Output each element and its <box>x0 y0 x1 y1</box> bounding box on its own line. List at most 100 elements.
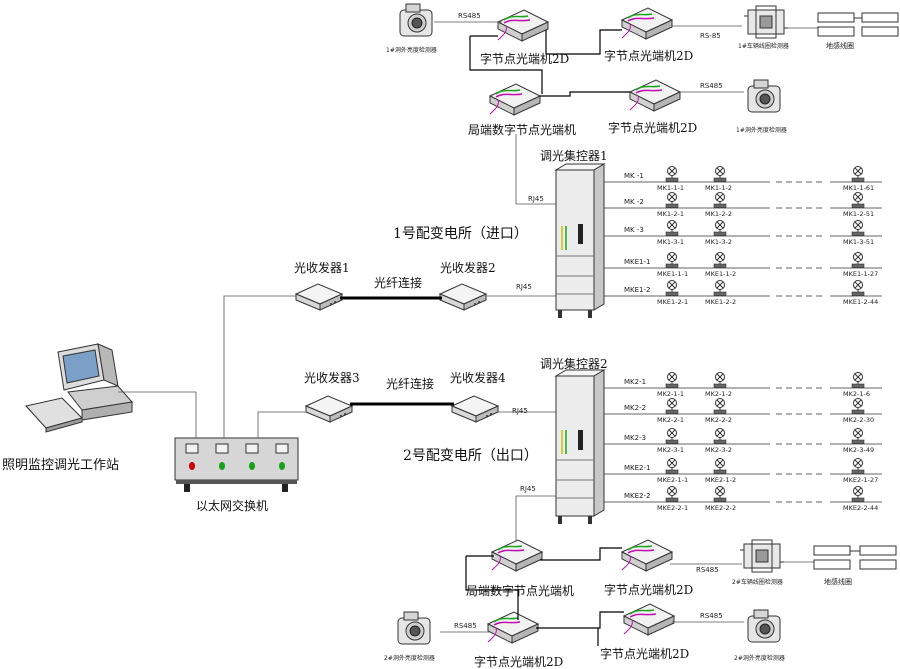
lamp-switch-label: MK1-2-2 <box>705 210 732 218</box>
lamp-switch-label: MK1-1-1 <box>657 184 684 192</box>
lamp-icon <box>665 192 679 208</box>
dimming-controller-1-cabinet <box>554 163 606 318</box>
workstation-computer-icon <box>25 343 133 433</box>
transceiver-1-icon <box>295 283 343 311</box>
loop-detector-1-label: 1#车辆线圈检测器 <box>738 42 789 50</box>
lamp-switch-label: MK1-1-61 <box>843 184 874 192</box>
lamp-icon <box>713 398 727 414</box>
rj45-label-3: RJ45 <box>528 195 544 203</box>
lamp-switch-label: MK1-2-51 <box>843 210 874 218</box>
lamp-switch-label: MKE2-2-1 <box>657 504 688 512</box>
loop-detector-2-label: 2#车辆线圈检测器 <box>732 578 783 586</box>
lamp-icon <box>665 486 679 502</box>
lamp-icon <box>851 398 865 414</box>
node-terminal-2a-icon <box>621 539 673 572</box>
ground-loop-coil-1-label: 地感线圈 <box>826 41 854 50</box>
fiber-link-1-label: 光纤连接 <box>374 275 422 290</box>
controller-2-label: 调光集控器2 <box>540 356 608 371</box>
local-optical-terminal-2-icon <box>491 539 543 572</box>
lamp-switch-label: MK1-1-2 <box>705 184 732 192</box>
row-id-label: MKE1-1 <box>624 258 651 266</box>
lamp-row: MK -1 MK1-1-1 MK1-1-2 MK1-1-61 <box>604 166 882 192</box>
lamp-switch-label: MK1-3-1 <box>657 238 684 246</box>
lamp-icon <box>713 280 727 296</box>
lamp-icon <box>665 280 679 296</box>
lamp-icon <box>713 252 727 268</box>
rj45-label-1: RJ45 <box>516 283 532 291</box>
loop-detector-1-icon <box>743 5 789 39</box>
lamp-icon <box>851 166 865 182</box>
node-terminal-2c-icon <box>623 603 675 636</box>
brightness-detector-1b-icon <box>747 79 781 113</box>
ground-loop-coil-2-label: 地感线圈 <box>824 577 852 586</box>
rs485-label-1: RS485 <box>458 12 481 20</box>
lamp-icon <box>713 486 727 502</box>
lamp-icon <box>713 192 727 208</box>
node-terminal-1c-label: 字节点光端机2D <box>608 120 697 135</box>
rs485-label-4: RS485 <box>696 566 719 574</box>
transceiver-3-icon <box>305 395 353 423</box>
lamp-switch-label: MK2-2-1 <box>657 416 684 424</box>
ground-loop-coil-2-icon <box>813 545 897 570</box>
brightness-detector-2b-icon <box>747 609 781 643</box>
lamp-icon <box>851 458 865 474</box>
local-optical-terminal-2-label: 局端数字节点光端机 <box>466 583 574 598</box>
lamp-switch-label: MKE1-1-1 <box>657 270 688 278</box>
brightness-detector-2b-label: 2#洞外亮度检测器 <box>734 654 785 662</box>
lamp-switch-label: MK2-1-1 <box>657 390 684 398</box>
lamp-switch-label: MK1-3-2 <box>705 238 732 246</box>
node-terminal-1b-icon <box>621 7 673 40</box>
local-optical-terminal-1-label: 局端数字节点光端机 <box>468 122 576 137</box>
lamp-icon <box>851 428 865 444</box>
row-id-label: MK2-1 <box>624 378 646 386</box>
lamp-switch-label: MKE2-1-2 <box>705 476 736 484</box>
brightness-detector-1b-label: 1#洞外亮度检测器 <box>736 126 787 134</box>
row-id-label: MK -3 <box>624 226 644 234</box>
controller-1-label: 调光集控器1 <box>540 148 608 163</box>
ground-loop-coil-1-icon <box>817 12 899 37</box>
workstation-label: 照明监控调光工作站 <box>2 458 119 473</box>
node-terminal-1a-label: 字节点光端机2D <box>480 51 569 66</box>
lamp-switch-label: MK2-3-1 <box>657 446 684 454</box>
node-terminal-2c-label: 字节点光端机2D <box>600 646 689 661</box>
node-terminal-1b-label: 字节点光端机2D <box>604 48 693 63</box>
row-id-label: MKE2-1 <box>624 464 651 472</box>
lamp-icon <box>851 372 865 388</box>
lamp-switch-label: MKE1-1-2 <box>705 270 736 278</box>
lamp-icon <box>665 372 679 388</box>
lamp-icon <box>713 372 727 388</box>
ethernet-switch-icon <box>174 437 299 492</box>
row-id-label: MKE2-2 <box>624 492 651 500</box>
fiber-link-2-label: 光纤连接 <box>386 376 434 391</box>
rs485-label-3: RS485 <box>454 622 477 630</box>
transceiver-4-label: 光收发器4 <box>450 370 506 385</box>
lamp-icon <box>713 428 727 444</box>
lamp-icon <box>713 458 727 474</box>
transceiver-3-label: 光收发器3 <box>304 370 360 385</box>
lamp-icon <box>851 220 865 236</box>
brightness-detector-1a-label: 1#洞外亮度检测器 <box>386 46 437 54</box>
lamp-switch-label: MKE1-2-44 <box>843 298 878 306</box>
loop-detector-2-icon <box>739 539 785 573</box>
brightness-detector-2a-label: 2#洞外亮度检测器 <box>384 654 435 662</box>
row-id-label: MK -1 <box>624 172 644 180</box>
dimming-controller-2-cabinet <box>554 369 606 524</box>
lamp-switch-label: MK2-1-6 <box>843 390 870 398</box>
transceiver-2-icon <box>439 283 487 311</box>
lamp-icon <box>713 220 727 236</box>
lamp-icon <box>851 486 865 502</box>
row-id-label: MK2-2 <box>624 404 646 412</box>
lamp-icon <box>665 398 679 414</box>
node-terminal-2b-label: 字节点光端机2D <box>474 654 563 669</box>
row-id-label: MKE1-2 <box>624 286 651 294</box>
brightness-detector-2a-icon <box>397 611 431 645</box>
lamp-icon <box>665 166 679 182</box>
